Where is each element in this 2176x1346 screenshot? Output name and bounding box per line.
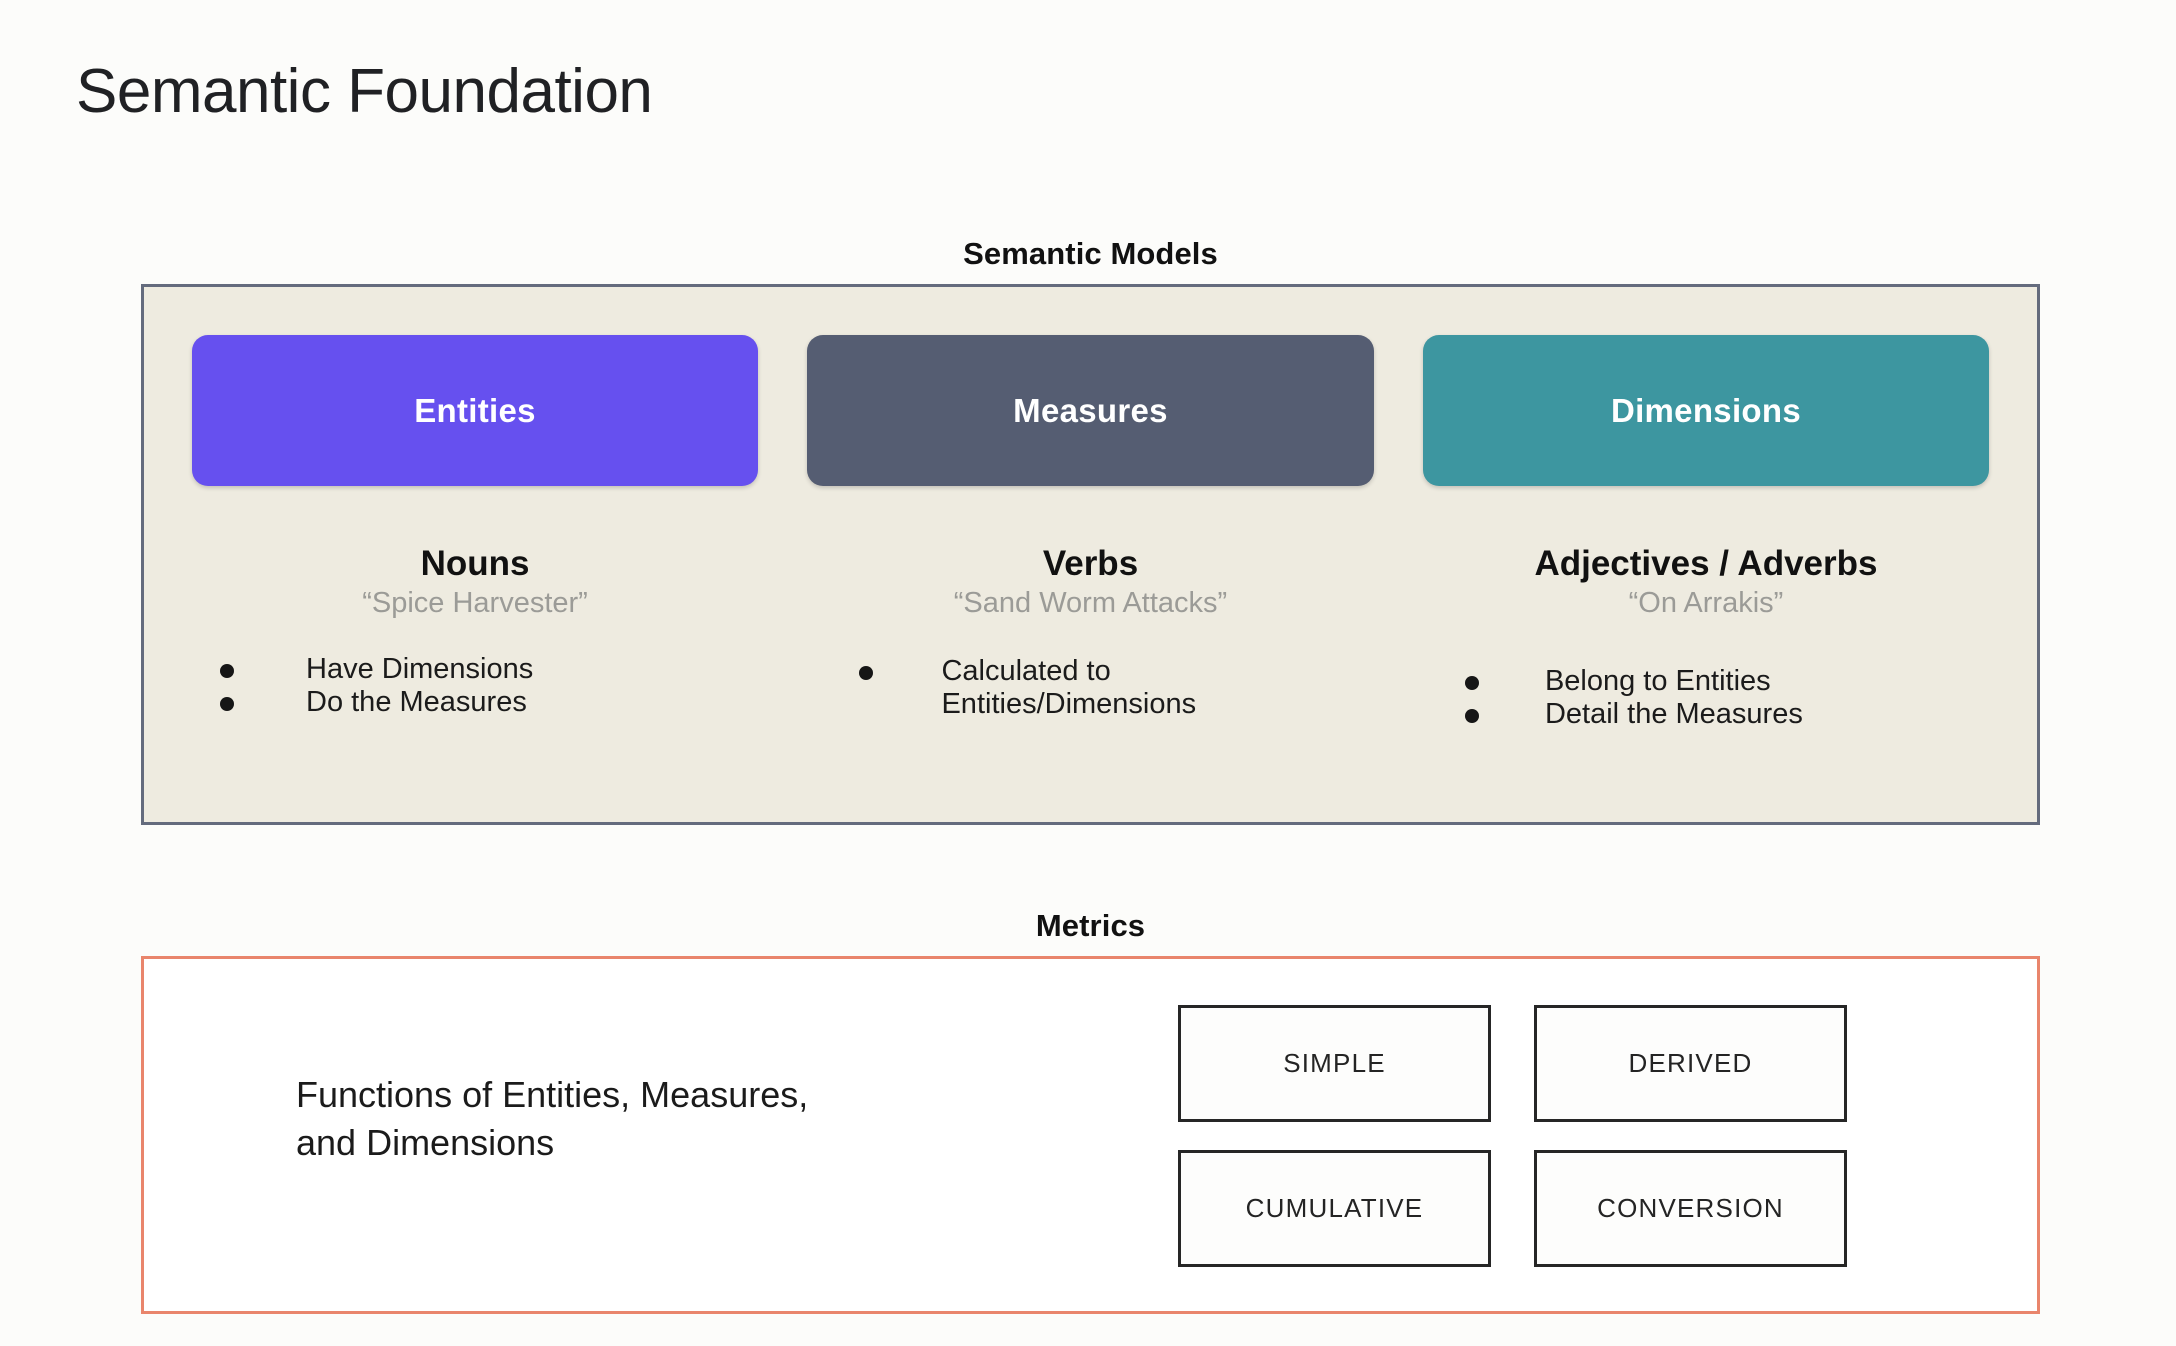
bullet-dot-icon (1464, 675, 1479, 690)
entities-example: “Spice Harvester” (362, 587, 588, 620)
metrics-panel: Functions of Entities, Measures, and Dim… (141, 956, 2040, 1314)
dimensions-bullet-1: Detail the Measures (1544, 698, 1803, 731)
list-item: Detail the Measures (1423, 698, 1989, 732)
semantic-models-heading: Semantic Models (963, 236, 1218, 271)
dimensions-part-of-speech: Adjectives / Adverbs (1534, 544, 1878, 583)
measures-chip[interactable]: Measures (807, 335, 1374, 486)
dimensions-chip[interactable]: Dimensions (1422, 335, 1989, 486)
page-title: Semantic Foundation (76, 57, 653, 126)
metric-card-cumulative[interactable]: CUMULATIVE (1178, 1150, 1491, 1267)
semantic-models-columns: Entities Nouns “Spice Harvester” Have Di… (144, 287, 2037, 822)
metric-card-conversion[interactable]: CONVERSION (1534, 1150, 1847, 1267)
list-item: Do the Measures (192, 686, 758, 720)
entities-part-of-speech: Nouns (420, 544, 530, 583)
list-item: Belong to Entities (1423, 665, 1989, 699)
bullet-dot-icon (1464, 709, 1479, 724)
measures-bullet-0: Calculated to Entities/Dimensions (941, 654, 1197, 721)
bullet-dot-icon (220, 663, 234, 678)
semantic-models-panel: Entities Nouns “Spice Harvester” Have Di… (141, 284, 2040, 825)
bullet-dot-icon (220, 697, 234, 712)
semantic-model-column-measures: Measures Verbs “Sand Worm Attacks” Calcu… (807, 335, 1374, 723)
dimensions-bullet-0: Belong to Entities (1544, 664, 1771, 697)
semantic-model-column-entities: Entities Nouns “Spice Harvester” Have Di… (192, 335, 759, 721)
entities-bullet-1: Do the Measures (306, 686, 527, 719)
measures-bullet-list: Calculated to Entities/Dimensions (807, 655, 1373, 723)
metric-card-derived[interactable]: DERIVED (1534, 1005, 1847, 1122)
semantic-model-column-dimensions: Dimensions Adjectives / Adverbs “On Arra… (1422, 335, 1989, 733)
metrics-heading: Metrics (1035, 908, 1146, 943)
metric-card-simple[interactable]: SIMPLE (1178, 1005, 1491, 1122)
metrics-card-grid: SIMPLE DERIVED CUMULATIVE CONVERSION (1178, 1005, 1847, 1267)
entities-bullet-list: Have Dimensions Do the Measures (192, 653, 758, 721)
measures-part-of-speech: Verbs (1042, 544, 1139, 583)
metrics-description: Functions of Entities, Measures, and Dim… (296, 1074, 809, 1164)
list-item: Have Dimensions (192, 653, 758, 687)
dimensions-example: “On Arrakis” (1628, 587, 1784, 620)
dimensions-bullet-list: Belong to Entities Detail the Measures (1423, 665, 1989, 733)
bullet-dot-icon (859, 665, 874, 680)
list-item: Calculated to Entities/Dimensions (807, 655, 1373, 723)
measures-example: “Sand Worm Attacks” (953, 587, 1228, 620)
entities-chip[interactable]: Entities (192, 335, 759, 486)
entities-bullet-0: Have Dimensions (306, 652, 534, 685)
